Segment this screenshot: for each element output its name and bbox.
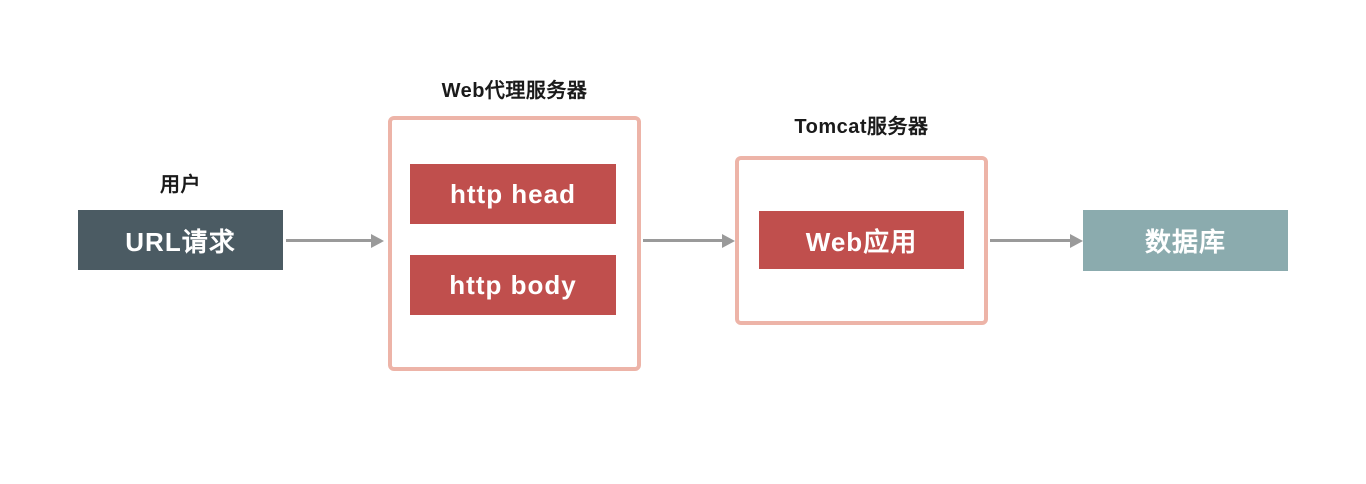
http-body-node: http body	[410, 255, 616, 315]
web-app-node: Web应用	[759, 211, 964, 269]
tomcat-server-caption: Tomcat服务器	[794, 116, 929, 138]
arrow-proxy-to-tomcat-icon	[643, 239, 722, 242]
http-head-node: http head	[410, 164, 616, 224]
proxy-server-caption: Web代理服务器	[441, 80, 588, 102]
url-request-node: URL请求	[78, 210, 283, 270]
arrow-tomcat-to-database-icon	[990, 239, 1070, 242]
arrow-user-to-proxy-icon	[286, 239, 371, 242]
database-node: 数据库	[1083, 210, 1288, 271]
proxy-server-group	[388, 116, 641, 371]
user-caption: 用户	[160, 174, 201, 196]
